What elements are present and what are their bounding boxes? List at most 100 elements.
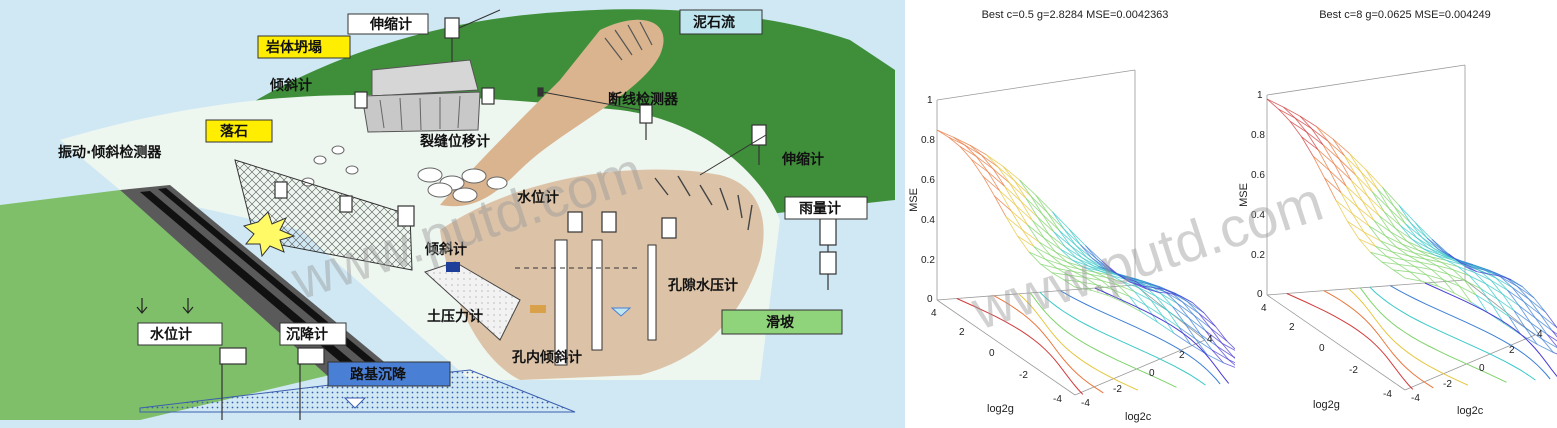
mesh-line — [1019, 179, 1037, 196]
mesh-line — [1111, 275, 1124, 283]
mesh-line — [1480, 288, 1493, 306]
mesh-line — [1050, 254, 1068, 263]
mesh-line — [1129, 281, 1142, 287]
mesh-line — [971, 159, 984, 177]
mesh-line — [1441, 261, 1459, 268]
mesh-line — [1457, 266, 1470, 277]
settlement-gauge-label: 沉降计 — [286, 326, 328, 343]
mesh-line — [1211, 349, 1224, 364]
contour-line — [993, 295, 1104, 394]
mesh-line — [1373, 220, 1386, 237]
mesh-line — [1266, 98, 1279, 110]
earth-pressure-sensor — [530, 305, 546, 313]
mesh-line — [1152, 287, 1165, 290]
mesh-line — [1058, 229, 1076, 246]
mesh-line — [1368, 225, 1381, 242]
mesh-line — [1393, 269, 1411, 273]
mesh-line — [1043, 237, 1061, 250]
mesh-line — [1155, 295, 1173, 307]
mesh-line — [1009, 182, 1027, 199]
mesh-line — [964, 144, 977, 157]
mesh-line — [1360, 171, 1373, 193]
mesh-line — [1396, 247, 1409, 257]
mesh-line — [1084, 277, 1097, 286]
mesh-line — [1390, 231, 1408, 242]
mesh-line — [1060, 248, 1078, 259]
mesh-line — [1436, 265, 1449, 275]
mesh-line — [1533, 297, 1546, 313]
surface-plot-2: Best c=8 g=0.0625 MSE=0.004249 1 0.8 0.6… — [1235, 0, 1557, 428]
mesh-line — [1365, 169, 1378, 190]
mesh-line — [1022, 229, 1040, 243]
mesh-line — [1395, 228, 1413, 240]
mesh-line — [1426, 274, 1444, 280]
mesh-line — [1070, 245, 1083, 259]
mesh-line — [1169, 292, 1182, 297]
mesh-line — [1068, 228, 1086, 246]
plot-1-ctick: 2 — [1179, 350, 1185, 361]
mesh-line — [1415, 222, 1433, 240]
mesh-line — [1429, 256, 1442, 263]
mesh-line — [1025, 198, 1038, 218]
mesh-line — [1216, 345, 1229, 360]
mesh-line — [1400, 225, 1418, 239]
mesh-line — [1518, 305, 1536, 319]
mesh-line — [1050, 255, 1063, 266]
mesh-line — [1073, 271, 1091, 275]
extensometer-top-label: 伸缩计 — [369, 16, 412, 33]
mesh-line — [1147, 283, 1160, 288]
mesh-line — [1401, 243, 1414, 253]
mesh-line — [1141, 285, 1154, 288]
mesh-line — [1056, 267, 1074, 272]
mesh-line — [1442, 279, 1455, 294]
mesh-line — [1074, 286, 1092, 291]
mesh-line — [1211, 349, 1229, 360]
mesh-line — [1085, 245, 1098, 260]
mesh-line — [1546, 334, 1557, 342]
mesh-line — [1009, 182, 1022, 202]
mesh-line — [1423, 248, 1441, 256]
mesh-line — [1441, 261, 1454, 271]
mesh-line — [1061, 264, 1079, 270]
mesh-line — [1391, 251, 1404, 261]
mesh-line — [1475, 294, 1493, 306]
mesh-line — [1004, 185, 1022, 202]
mesh-line — [1409, 271, 1422, 282]
mesh-line — [1004, 185, 1017, 206]
water-level-left-box — [137, 322, 223, 346]
surface-plot-1: Best c=0.5 g=2.8284 MSE=0.0042363 1 0.8 … — [905, 0, 1274, 428]
mesh-line — [1322, 144, 1340, 160]
mesh-line — [1019, 179, 1032, 197]
mesh-line — [1355, 175, 1368, 197]
tag-subgrade-settlement: 路基沉降 — [327, 361, 451, 387]
mesh-line — [1485, 283, 1503, 295]
mesh-line — [1391, 251, 1409, 257]
mesh-line — [987, 171, 1000, 191]
mesh-line — [1299, 115, 1317, 127]
leader-lines — [458, 9, 767, 176]
mesh-line — [1349, 153, 1362, 173]
mesh-line — [1198, 313, 1216, 327]
mesh-line — [1033, 246, 1051, 256]
mesh-line — [1127, 279, 1145, 287]
mesh-line — [1405, 223, 1418, 239]
plot-2-ctick: -4 — [1411, 393, 1420, 404]
mesh-line — [1413, 252, 1426, 260]
mesh-line — [1316, 126, 1329, 142]
mesh-line — [1497, 298, 1510, 317]
mesh-line — [1112, 289, 1130, 297]
mesh-line — [1411, 238, 1429, 249]
mesh-line — [1452, 269, 1470, 277]
mesh-line — [1278, 108, 1296, 119]
contour-line — [1039, 291, 1206, 386]
mesh-line — [1398, 205, 1411, 224]
plot-2-gtick: 2 — [1289, 322, 1295, 333]
rockfall-label: 落石 — [220, 123, 248, 140]
mesh-line — [1129, 296, 1142, 313]
mesh-line — [1352, 213, 1365, 233]
text-labels: 伸缩计 倾斜计 断线检测器 裂缝位移计 振动·倾斜检测器 伸缩计 水位计 雨量计… — [58, 13, 868, 366]
plot-2-ztick: 1 — [1257, 90, 1263, 101]
mesh-line — [1053, 231, 1071, 247]
inclinometer-mid-label: 倾斜计 — [424, 241, 467, 258]
mesh-line — [1157, 291, 1170, 294]
